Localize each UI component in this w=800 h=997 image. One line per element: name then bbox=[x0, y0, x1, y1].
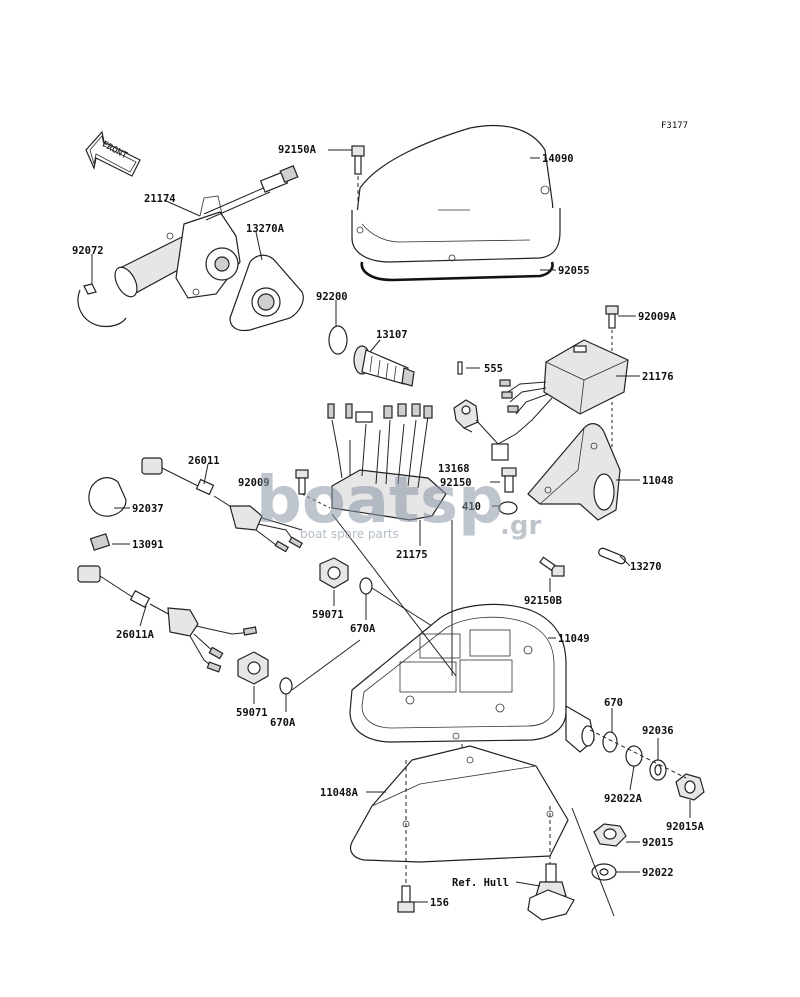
watermark-tagline: boat spare parts bbox=[300, 527, 399, 541]
bracket-plate-11048A-part bbox=[349, 745, 569, 863]
nut-92015A-part bbox=[675, 773, 705, 801]
callout-11049: 11049 bbox=[558, 633, 590, 645]
callout-13270A: 13270A bbox=[246, 223, 285, 235]
callout-92009: 92009 bbox=[238, 477, 270, 489]
callout-21174: 21174 bbox=[144, 193, 176, 205]
pin-555-part bbox=[457, 361, 463, 375]
strap-92072-part bbox=[77, 283, 127, 328]
washer-92036-part bbox=[649, 759, 667, 781]
callout-92022: 92022 bbox=[642, 867, 674, 879]
bracket-13168-part bbox=[453, 399, 499, 445]
callout-59071-upper: 59071 bbox=[312, 609, 344, 621]
callout-ref-hull: Ref. Hull bbox=[452, 877, 509, 889]
callout-13270: 13270 bbox=[630, 561, 662, 573]
front-arrow-icon: FRONT bbox=[85, 130, 141, 177]
fitting-59071-upper-part bbox=[319, 557, 349, 589]
mount-plate-13270A-part bbox=[229, 254, 304, 332]
bolt-92150-part bbox=[501, 467, 517, 493]
bracket-11048-part bbox=[527, 423, 621, 521]
callout-92150B: 92150B bbox=[524, 595, 562, 607]
callout-670A-upper: 670A bbox=[350, 623, 376, 635]
gasket-part bbox=[360, 261, 554, 282]
watermark-brand-left: boat bbox=[256, 464, 420, 538]
fitting-59071-lower-part bbox=[237, 651, 269, 685]
callout-670A-lower: 670A bbox=[270, 717, 296, 729]
callout-92036: 92036 bbox=[642, 725, 674, 737]
o-ring-670A-upper-part bbox=[359, 577, 373, 595]
bolt-156-part bbox=[397, 885, 415, 913]
bolt-92150A-part bbox=[351, 145, 365, 206]
callout-92150A: 92150A bbox=[278, 144, 317, 156]
leader-lines bbox=[91, 149, 691, 903]
callout-92022A: 92022A bbox=[604, 793, 643, 805]
connector-26011A-part bbox=[77, 565, 258, 673]
callout-26011: 26011 bbox=[188, 455, 220, 467]
o-ring-670A-lower-part bbox=[279, 677, 293, 695]
cover-part bbox=[351, 124, 561, 263]
callout-13168: 13168 bbox=[438, 463, 470, 475]
callout-labels: 92150A 14090 21174 13270A 92072 92055 92… bbox=[72, 144, 705, 909]
o-ring-670-part bbox=[602, 731, 618, 753]
watermark-suffix: .gr bbox=[500, 511, 541, 541]
bolt-92150B-part bbox=[539, 556, 565, 577]
washer-410-part bbox=[498, 501, 518, 515]
harness-21175-part bbox=[327, 403, 447, 521]
case-11049-part bbox=[349, 603, 595, 753]
callout-11048A: 11048A bbox=[320, 787, 359, 799]
callout-14090: 14090 bbox=[542, 153, 574, 165]
callout-670: 670 bbox=[604, 697, 623, 709]
clip-13091-part bbox=[89, 533, 111, 551]
callout-156: 156 bbox=[430, 897, 449, 909]
screw-92009-part bbox=[295, 469, 331, 509]
callout-59071-lower: 59071 bbox=[236, 707, 268, 719]
callout-410: 410 bbox=[462, 501, 481, 513]
nut-92015-part bbox=[593, 823, 627, 847]
callout-21176: 21176 bbox=[642, 371, 674, 383]
callout-26011A: 26011A bbox=[116, 629, 155, 641]
figure-code: F3177 bbox=[661, 121, 688, 131]
callout-555: 555 bbox=[484, 363, 503, 375]
watermark-logo: boat sp .gr boat spare parts bbox=[256, 464, 541, 541]
hull-stud-part bbox=[527, 863, 575, 921]
washer-92022-part bbox=[591, 863, 617, 881]
callout-13107: 13107 bbox=[376, 329, 408, 341]
sensor-13107-part bbox=[353, 345, 415, 387]
callout-13091: 13091 bbox=[132, 539, 164, 551]
washer-92200-part bbox=[328, 325, 348, 355]
callout-92072: 92072 bbox=[72, 245, 104, 257]
callout-92055: 92055 bbox=[558, 265, 590, 277]
actuator-part bbox=[114, 165, 299, 299]
callout-92015A: 92015A bbox=[666, 821, 705, 833]
callout-92150: 92150 bbox=[440, 477, 472, 489]
callout-92037: 92037 bbox=[132, 503, 164, 515]
callout-21175: 21175 bbox=[396, 549, 428, 561]
control-unit-21176-part bbox=[491, 339, 629, 461]
watermark-brand-right: sp bbox=[420, 464, 504, 538]
connector-26011-part bbox=[141, 457, 304, 553]
callout-92200: 92200 bbox=[316, 291, 348, 303]
callout-92009A: 92009A bbox=[638, 311, 677, 323]
strap-13270-part bbox=[598, 547, 626, 565]
callout-92015: 92015 bbox=[642, 837, 674, 849]
strap-92037-part bbox=[88, 477, 127, 517]
callout-11048: 11048 bbox=[642, 475, 674, 487]
